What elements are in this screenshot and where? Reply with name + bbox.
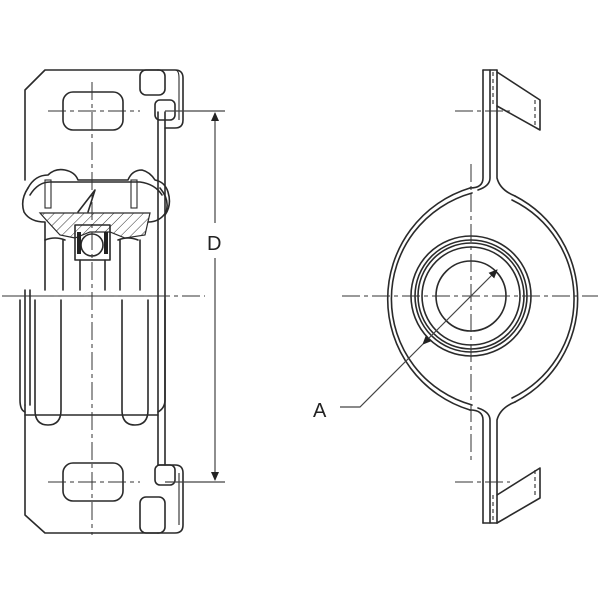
- side-section-view: [2, 69, 205, 535]
- dimension-a-label: A: [313, 400, 327, 422]
- dimension-d: [165, 110, 225, 483]
- dimension-a: [340, 269, 498, 408]
- dimension-d-label: D: [207, 233, 222, 255]
- front-view: [342, 69, 598, 524]
